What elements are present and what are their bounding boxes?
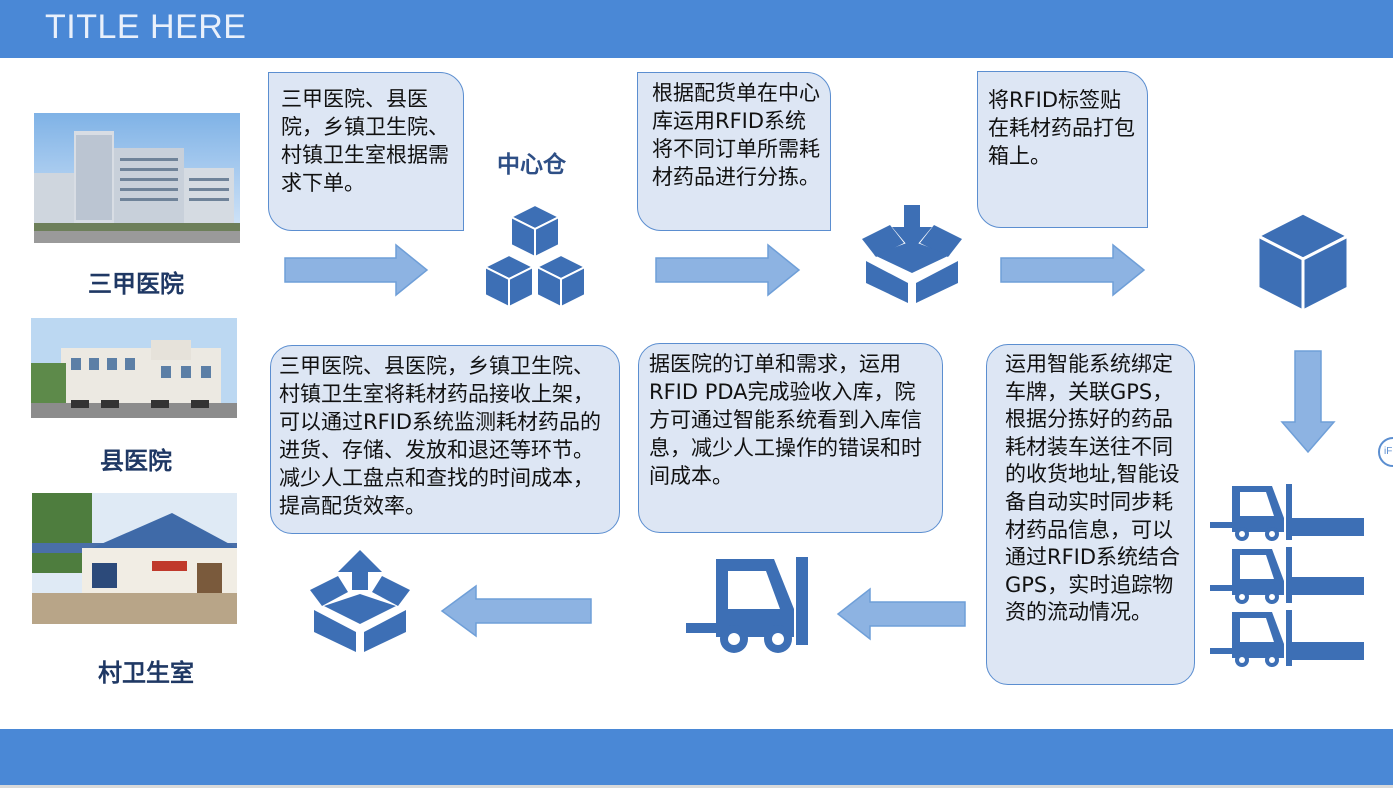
step-receiving-bubble: 据医院的订单和需求，运用RFID PDA完成验收入库，院方可通过智能系统看到入库… xyxy=(638,343,943,533)
hospital-label-county: 县医院 xyxy=(100,447,172,475)
forklift-icon xyxy=(1210,484,1364,541)
footer-divider xyxy=(0,785,1393,788)
step-shelving-text: 三甲医院、县医院，乡镇卫生院、村镇卫生室将耗材药品接收上架，可以通过RFID系统… xyxy=(279,354,602,518)
arrow-left-icon xyxy=(440,584,592,638)
arrow-right-icon xyxy=(1000,243,1146,297)
step-sorting-text: 根据配货单在中心库运用RFID系统将不同订单所需耗材药品进行分拣。 xyxy=(652,81,820,189)
step-order-text: 三甲医院、县医院，乡镇卫生院、村镇卫生室根据需求下单。 xyxy=(281,87,449,195)
arrow-down-icon xyxy=(1280,350,1336,454)
stacked-cubes-icon xyxy=(484,204,586,308)
step-order-bubble: 三甲医院、县医院，乡镇卫生院、村镇卫生室根据需求下单。 xyxy=(268,72,464,231)
forklift-icon xyxy=(1210,547,1364,604)
box-out-icon xyxy=(310,550,410,652)
hospital-photo-village xyxy=(32,493,237,624)
step-shipping-text: 运用智能系统绑定车牌，关联GPS，根据分拣好的药品耗材装车送往不同的收货地址,智… xyxy=(1005,352,1181,625)
hospital-photo-tertiary xyxy=(34,113,240,243)
step-receiving-text: 据医院的订单和需求，运用RFID PDA完成验收入库，院方可通过智能系统看到入库… xyxy=(649,352,922,488)
forklift-icon xyxy=(686,557,808,653)
hospital-photo-county xyxy=(31,318,237,418)
hospital-label-tertiary: 三甲医院 xyxy=(88,270,184,298)
step-tagging-bubble: 将RFID标签贴在耗材药品打包箱上。 xyxy=(977,71,1148,228)
arrow-left-icon xyxy=(836,587,966,641)
page-title: TITLE HERE xyxy=(45,8,247,46)
cube-icon xyxy=(1256,211,1350,313)
step-sorting-bubble: 根据配货单在中心库运用RFID系统将不同订单所需耗材药品进行分拣。 xyxy=(637,72,831,231)
step-shipping-bubble: 运用智能系统绑定车牌，关联GPS，根据分拣好的药品耗材装车送往不同的收货地址,智… xyxy=(986,344,1195,685)
footer-bar xyxy=(0,729,1393,785)
header-bar xyxy=(0,0,1393,58)
arrow-right-icon xyxy=(284,243,429,297)
hospital-label-village: 村卫生室 xyxy=(98,659,194,687)
central-warehouse-label: 中心仓 xyxy=(497,152,566,178)
step-tagging-text: 将RFID标签贴在耗材药品打包箱上。 xyxy=(988,88,1135,168)
forklift-icon xyxy=(1210,610,1364,667)
box-in-icon xyxy=(862,205,962,303)
arrow-right-icon xyxy=(655,243,801,297)
step-shelving-bubble: 三甲医院、县医院，乡镇卫生院、村镇卫生室将耗材药品接收上架，可以通过RFID系统… xyxy=(270,345,620,534)
side-badge-icon: iF xyxy=(1378,437,1393,467)
